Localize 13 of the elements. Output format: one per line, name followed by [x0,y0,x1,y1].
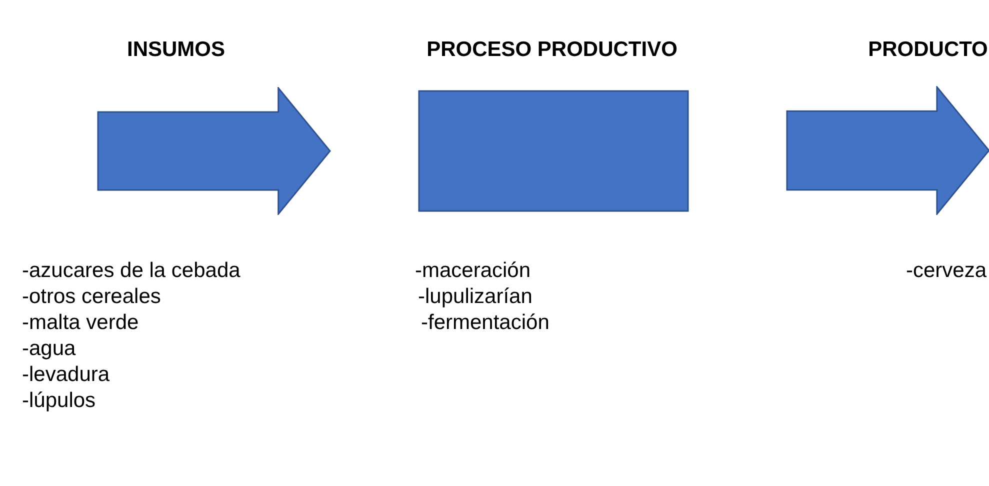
list-item: -agua [22,336,76,362]
stage-heading: INSUMOS [127,38,225,62]
list-item: -lúpulos [22,388,96,414]
list-item: -levadura [22,362,110,388]
list-item: -otros cereales [22,284,161,310]
stage-heading: PROCESO PRODUCTIVO [426,38,678,62]
stage-heading: PRODUCTO [868,38,988,62]
list-item: -cerveza [906,258,987,284]
list-item: -azucares de la cebada [22,258,240,284]
list-item: -fermentación [421,310,550,336]
list-item: -maceración [415,258,531,284]
list-item: -lupulizarían [418,284,532,310]
list-item: -malta verde [22,310,139,336]
